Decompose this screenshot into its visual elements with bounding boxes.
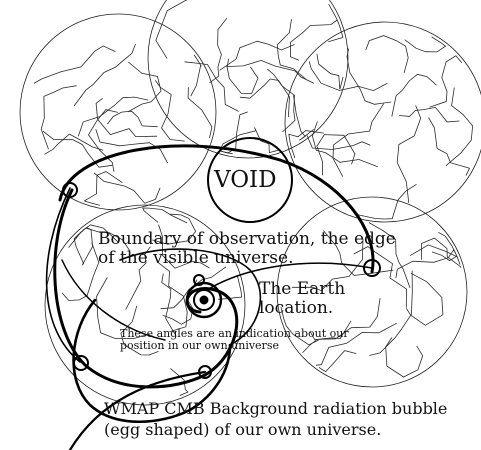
filament-strand [240, 79, 290, 117]
filament-strand [290, 20, 337, 60]
angles-label-line2: position in our own universe [120, 340, 349, 352]
wmap-label-line1: WMAP CMB Background radiation bubble [104, 399, 447, 420]
filament-strand [210, 18, 227, 83]
filament-strand [294, 95, 314, 140]
filament-strand [227, 59, 258, 94]
earth-location-label: The Earth location. [259, 280, 345, 317]
bubble-universe-left [20, 14, 216, 210]
filament-strand [397, 105, 421, 203]
earth-marker [200, 296, 208, 304]
filament-strand [44, 134, 103, 154]
wmap-label-line2: (egg shaped) of our own universe. [104, 420, 447, 441]
filament-strand [317, 54, 343, 90]
void-label: VOID [214, 168, 277, 193]
filament-strand [84, 172, 122, 206]
filament-strand [317, 135, 355, 176]
filament-strand [307, 135, 370, 149]
filament-strand [156, 0, 225, 59]
filament-strand [369, 271, 412, 356]
earth-location-label-line1: The Earth [259, 280, 345, 299]
filament-strand [366, 36, 408, 73]
filament-strand [107, 111, 157, 127]
filament-strand [96, 98, 157, 136]
observation-boundary-label: Boundary of observation, the edge of the… [98, 230, 396, 267]
observation-boundary-label-line2: of the visible universe. [98, 249, 396, 268]
filament-strand [430, 56, 462, 108]
filament-strand [34, 46, 116, 84]
filament-strand [74, 228, 92, 266]
filament-strand [319, 351, 356, 372]
filament-strand [185, 62, 239, 112]
filament-strand [386, 338, 423, 378]
filament-strand [158, 262, 187, 331]
filament-strand [392, 74, 437, 116]
bubble-universe-right [285, 22, 481, 222]
wmap-label: WMAP CMB Background radiation bubble (eg… [104, 399, 447, 441]
filament-strand [143, 208, 187, 223]
filament-strand [128, 62, 161, 112]
earth-location-label-line2: location. [259, 299, 345, 318]
filament-strand [94, 173, 160, 203]
observation-boundary-label-line1: Boundary of observation, the edge [98, 230, 396, 249]
angles-label: These angles are an indication about our… [120, 328, 349, 352]
filament-strand [191, 55, 202, 96]
filament-strand [429, 118, 470, 176]
filament-strand [446, 88, 473, 166]
filament-strand [267, 69, 295, 132]
node-bottom-left [74, 356, 88, 370]
filament-strand [74, 44, 135, 106]
filament-strand [405, 37, 446, 52]
filament-strand [255, 127, 279, 152]
filament-strand [347, 49, 391, 105]
